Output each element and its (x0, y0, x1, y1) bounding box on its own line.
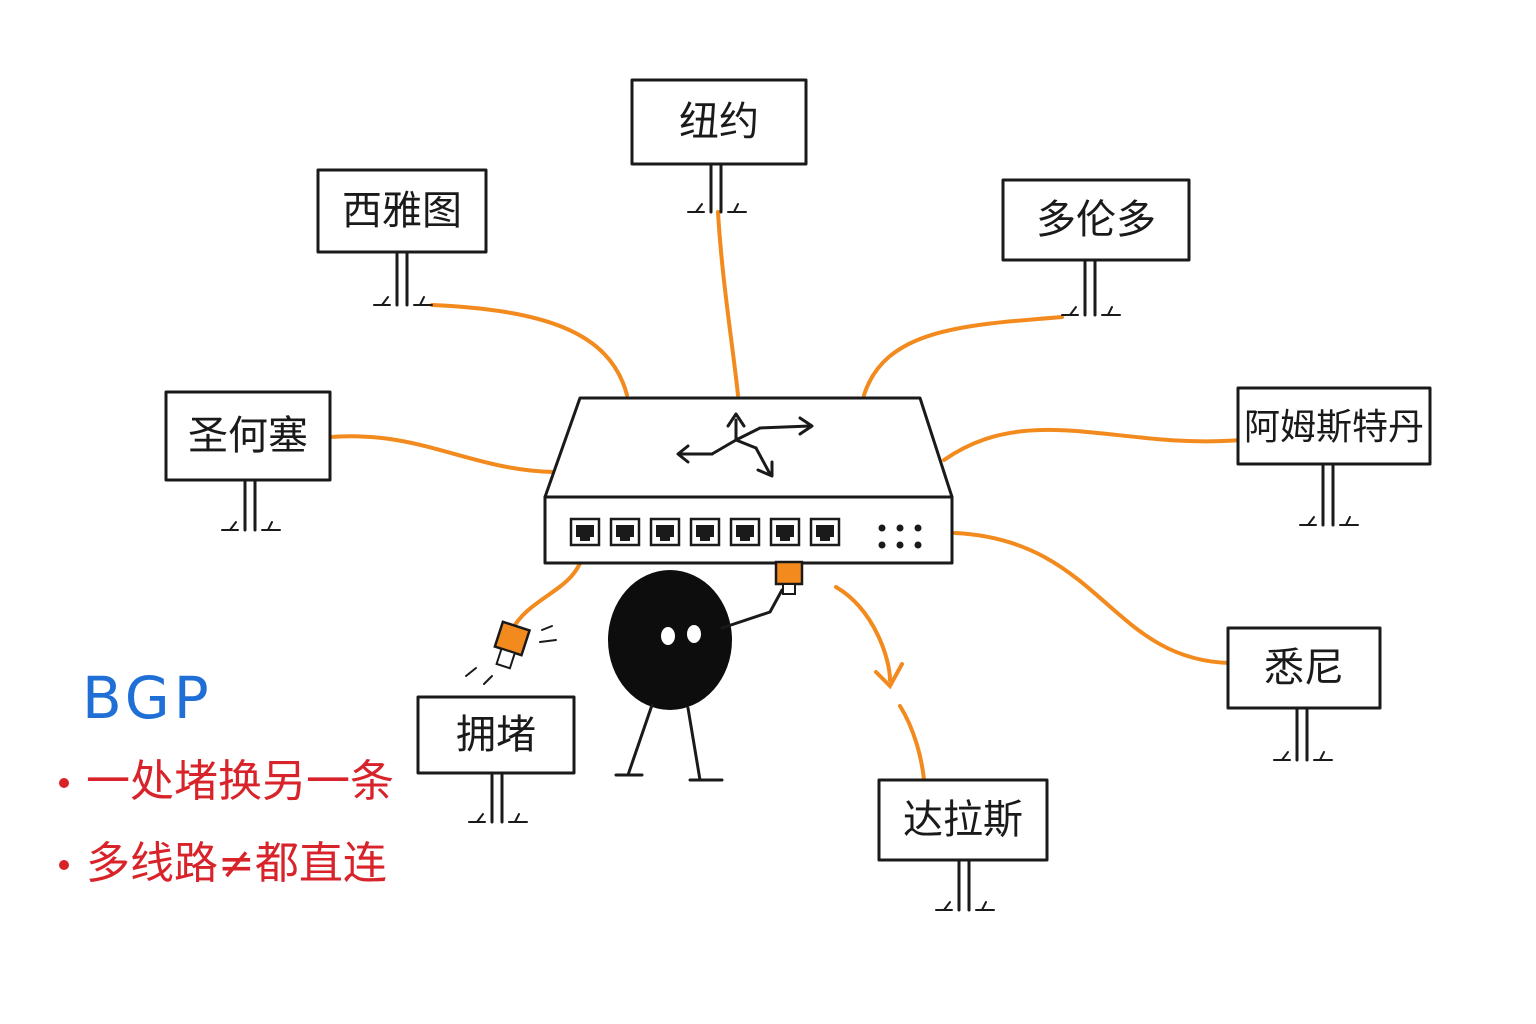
sign-label-seattle: 西雅图 (342, 188, 462, 234)
sign-label-congested: 拥堵 (456, 712, 536, 758)
router (543, 396, 954, 565)
ethernet-port-icon (689, 517, 721, 547)
router-arrows-icon (676, 412, 814, 478)
signpost-icon (221, 478, 281, 532)
ethernet-ports (569, 517, 841, 547)
sign-amsterdam: 阿姆斯特丹 (1236, 386, 1432, 527)
sign-label-newyork: 纽约 (679, 99, 759, 145)
sign-label-sydney: 悉尼 (1264, 645, 1344, 691)
cable-newyork (716, 210, 740, 397)
note-item-2: 多线路≠都直连 (86, 838, 387, 889)
cable-sanjose (328, 434, 555, 474)
cable-sydney (953, 531, 1232, 665)
sign-dallas: 达拉斯 (877, 778, 1049, 912)
sign-label-amsterdam: 阿姆斯特丹 (1244, 407, 1424, 448)
ethernet-port-icon (809, 517, 841, 547)
note-item-1: 一处堵换另一条 (86, 756, 394, 807)
bullet-icon (59, 778, 69, 788)
cable-seattle (430, 303, 629, 397)
signpost-icon (373, 250, 433, 307)
ethernet-port-icon (609, 517, 641, 547)
signpost-icon (468, 771, 528, 824)
ethernet-port-icon (649, 517, 681, 547)
cable-plug-icon-unplugged (465, 620, 557, 685)
ethernet-port-icon (769, 517, 801, 547)
sign-sanjose: 圣何塞 (164, 390, 332, 532)
cables (328, 210, 1242, 782)
cable-dallas-lower (898, 704, 926, 782)
cable-arrowhead (874, 662, 904, 690)
cable-plug-icon-held (774, 560, 804, 595)
signpost-icon (1273, 706, 1333, 762)
sign-newyork: 纽约 (630, 78, 808, 214)
blob-character-icon (608, 570, 784, 782)
cable-amsterdam (942, 427, 1242, 462)
sign-toronto: 多伦多 (1001, 178, 1191, 317)
sign-label-sanjose: 圣何塞 (188, 413, 308, 459)
ethernet-port-icon (729, 517, 761, 547)
signpost-icon (687, 162, 747, 214)
bgp-note: BGP 一处堵换另一条 多线路≠都直连 (59, 664, 394, 889)
signpost-icon (935, 858, 995, 912)
sign-congested: 拥堵 (416, 695, 576, 824)
sign-label-dallas: 达拉斯 (903, 797, 1023, 843)
cable-dallas (834, 585, 892, 682)
sign-label-toronto: 多伦多 (1036, 197, 1156, 243)
status-leds (878, 524, 922, 549)
sign-sydney: 悉尼 (1226, 626, 1382, 762)
cable-toronto (862, 315, 1064, 397)
signpost-icon (1061, 258, 1121, 317)
sign-seattle: 西雅图 (316, 168, 488, 307)
note-title: BGP (82, 664, 213, 732)
bullet-icon (59, 860, 69, 870)
ethernet-port-icon (569, 517, 601, 547)
signpost-icon (1299, 462, 1359, 527)
